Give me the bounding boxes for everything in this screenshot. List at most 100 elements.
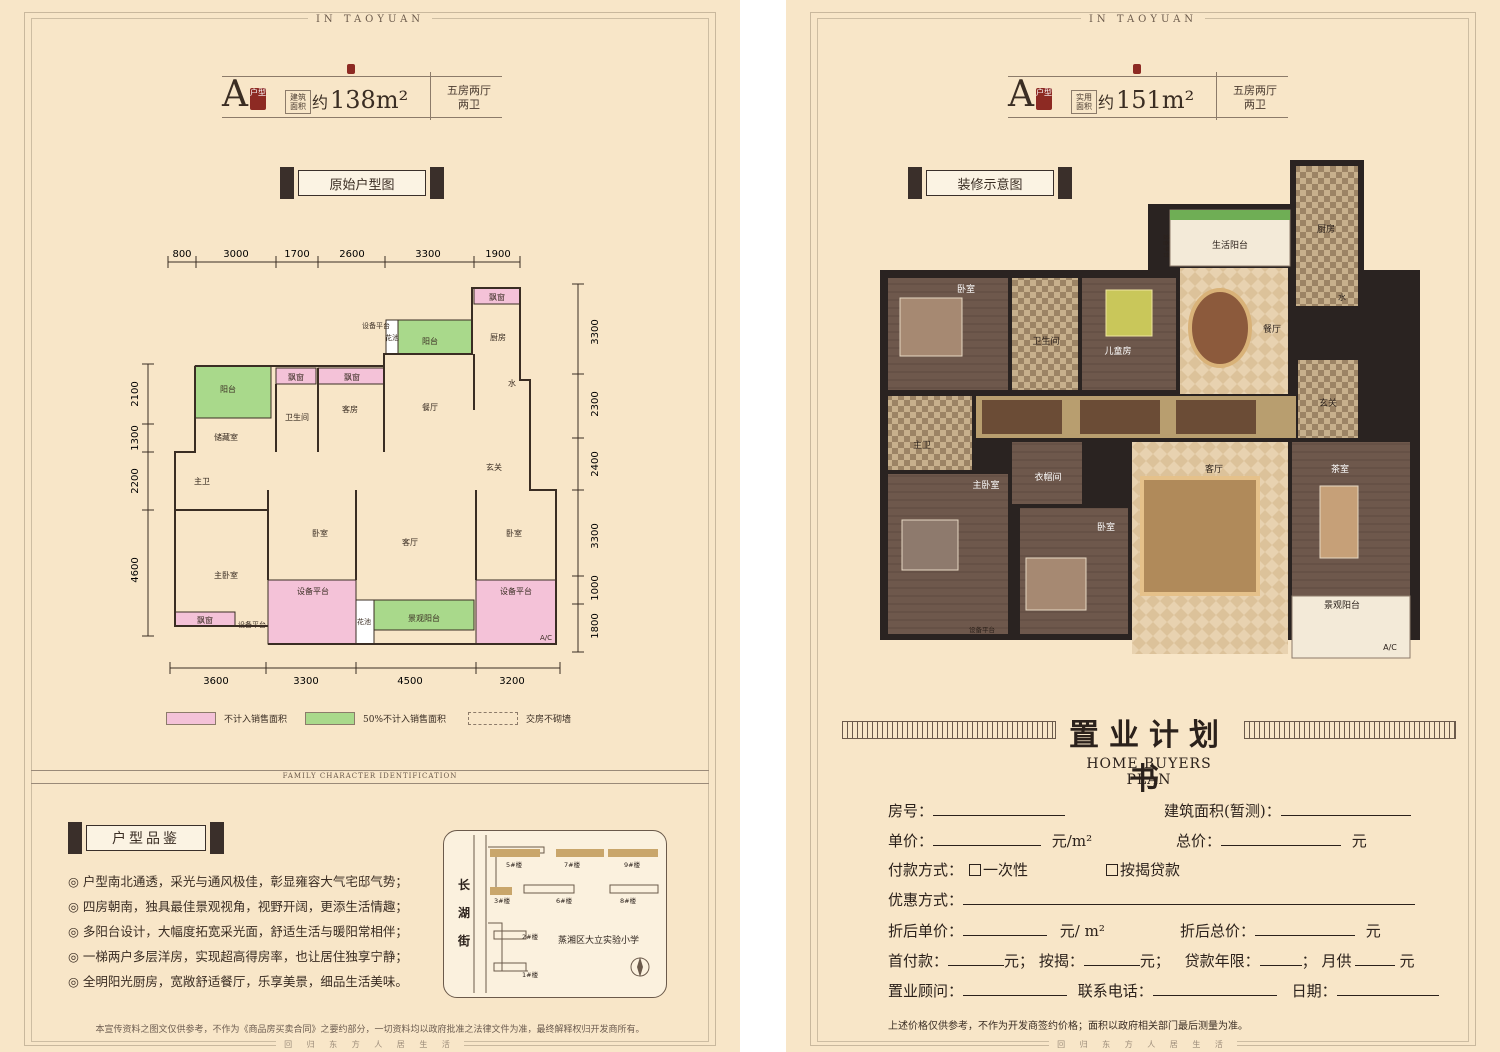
room-equip-platform-v: 设备平台 [362, 321, 390, 330]
deco-living-label: 客厅 [1205, 463, 1223, 475]
r-banner-label: 装修示意图 [926, 170, 1054, 196]
features-banner-cap-right [210, 822, 224, 854]
r-banner-cap-left [908, 167, 922, 199]
dimension-left [142, 363, 154, 637]
rooms-summary: 五房两厅 两卫 [440, 84, 498, 112]
dim-bottom-4: 3200 [499, 676, 524, 687]
unit-price-field[interactable] [933, 831, 1042, 846]
deco-equip-bottom-label: 设备平台 [969, 625, 995, 634]
disc-unit-price-label: 折后单价： [888, 922, 964, 940]
r-seal-mark [1133, 64, 1141, 74]
mortgage-checkbox[interactable] [1106, 864, 1118, 876]
full-payment-label: 一次性 [983, 861, 1029, 879]
plan-walls [174, 287, 557, 645]
legend-dashed-swatch [468, 712, 519, 725]
form-row-1b: 建筑面积(暂测)： [1164, 800, 1411, 821]
legend-dashed-label: 交房不砌墙 [526, 715, 572, 725]
room-bedroom-2: 卧室 [506, 528, 522, 538]
form-row-7: 置业顾问： 联系电话： 日期： [888, 980, 1439, 1001]
deco-bedroom-tl-label: 卧室 [957, 283, 975, 295]
dim-right-4: 3300 [590, 523, 601, 548]
r-area-group: 约 151m² [1098, 86, 1194, 114]
room-water: 水 [508, 378, 516, 388]
disc-unit-price-field[interactable] [963, 921, 1048, 936]
deco-planter [1170, 210, 1290, 220]
form-row-6: 首付款：元； 按揭：元； 贷款年限：； 月供元 [888, 950, 1414, 971]
legend-pink-swatch [166, 712, 216, 725]
rooms-line-2: 两卫 [458, 98, 480, 111]
right-page: IN TAOYUAN A 户型 实用面积 约 151m² 五房两厅 两卫 装修示… [786, 0, 1500, 1052]
form-note: 上述价格仅供参考，不作为开发商签约价格；面积以政府相关部门最后测量为准。 [888, 1021, 1248, 1032]
building-label: 8#楼 [620, 896, 637, 905]
dim-top-5: 3300 [415, 249, 440, 260]
loan-years-field[interactable] [1259, 951, 1302, 966]
room-flower-bottom: 花池 [357, 617, 371, 626]
total-price-field[interactable] [1221, 831, 1342, 846]
deco-bedroom-c-label: 卧室 [1097, 521, 1115, 533]
deco-dining-table-icon [1188, 288, 1252, 368]
room-ac: A/C [540, 634, 552, 642]
down-payment-field[interactable] [948, 951, 1005, 966]
consultant-field[interactable] [963, 981, 1068, 996]
building-label: 2#楼 [522, 932, 539, 941]
payment-label: 付款方式： [888, 861, 964, 879]
building-label: 5#楼 [506, 860, 523, 869]
form-row-1: 房号： [888, 800, 1066, 821]
room-living: 客厅 [402, 537, 418, 547]
room-flower-top: 花池 [385, 333, 399, 342]
deco-master-bed-icon [901, 519, 959, 571]
area-group: 约 138m² [312, 86, 408, 114]
feature-item: ◎ 一梯两户多层洋房，实现超高得房率，也让居住独享宁静； [68, 949, 408, 964]
deco-closet [1012, 442, 1082, 504]
features-banner-cap-left [68, 822, 82, 854]
disc-total-field[interactable] [1255, 921, 1356, 936]
room-entry: 玄关 [486, 462, 502, 472]
mortgage-label: 按揭： [1038, 952, 1084, 970]
total-price-label: 总价： [1176, 832, 1222, 850]
disc-total-unit: 元 [1365, 922, 1381, 940]
form-row-2: 单价： 元/m² [888, 830, 1092, 851]
build-area-field[interactable] [1280, 801, 1411, 816]
deco-rug-3 [1176, 400, 1256, 434]
right-kicker: IN TAOYUAN [786, 14, 1500, 25]
unit-price-label: 单价： [888, 832, 934, 850]
left-disclaimer: 本宣传资料之图文仅供参考，不作为《商品房买卖合同》之要约部分，一切资料均以政府批… [95, 1025, 645, 1035]
form-row-3: 付款方式： 一次性 [888, 859, 1028, 880]
room-no-field[interactable] [933, 801, 1066, 816]
unit-letter: A [222, 74, 248, 115]
r-rooms-line-1: 五房两厅 [1233, 84, 1277, 97]
deco-view-balcony-label: 景观阳台 [1324, 599, 1360, 611]
total-price-unit: 元 [1351, 832, 1367, 850]
decorated-floor-plan: 厨房 水 生活阳台 设备平台 餐厅 卧室 卫生间 儿童房 [880, 160, 1420, 659]
mortgage-option-label: 按揭贷款 [1120, 861, 1181, 879]
features-banner: 户型品鉴 [68, 822, 224, 854]
full-payment-checkbox[interactable] [969, 864, 982, 876]
phone-field[interactable] [1152, 981, 1277, 996]
monthly-field[interactable] [1355, 951, 1396, 966]
decor-plan-banner: 装修示意图 [908, 167, 1072, 199]
down-payment-label: 首付款： [888, 952, 949, 970]
room-balcony-left: 阳台 [220, 384, 236, 394]
left-kicker: IN TAOYUAN [0, 14, 740, 25]
r-unit-letter: A [1008, 74, 1034, 115]
dim-top-4: 2600 [339, 249, 364, 260]
deco-tea-room-label: 茶室 [1331, 463, 1349, 475]
seal-mark [347, 64, 355, 74]
dim-left-1: 2100 [130, 381, 141, 406]
loan-years-label: 贷款年限： [1184, 952, 1260, 970]
deco-ac-label: A/C [1383, 643, 1397, 652]
mortgage-field[interactable] [1083, 951, 1140, 966]
monthly-label: 月供 [1321, 952, 1352, 970]
feature-item: ◎ 四房朝南，独具最佳景观视角，视野开阔，更添生活情趣； [68, 899, 408, 914]
dim-top-3: 1700 [284, 249, 309, 260]
date-field[interactable] [1336, 981, 1439, 996]
street-char-2: 湖 [458, 905, 470, 920]
discount-field[interactable] [963, 890, 1416, 905]
form-row-4: 优惠方式： [888, 889, 1416, 910]
deco-master-bedroom-label: 主卧室 [972, 479, 999, 491]
legend-pink-label: 不计入销售面积 [224, 715, 288, 725]
deco-tea-table-icon [1319, 485, 1359, 559]
building-blocks [490, 849, 659, 972]
r-unit-header-bottom-rule [1008, 117, 1288, 118]
deco-entry-label: 玄关 [1319, 397, 1337, 409]
